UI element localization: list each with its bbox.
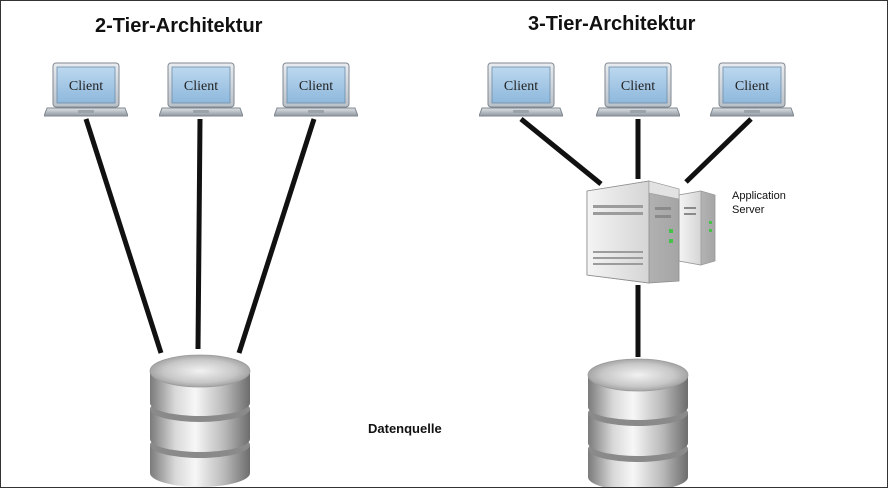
three-tier-title: 3-Tier-Architektur bbox=[528, 13, 696, 35]
client-label: Client bbox=[503, 79, 539, 94]
client-laptop-icon: Client bbox=[274, 61, 358, 123]
client-label: Client bbox=[298, 79, 334, 94]
datasource-label: Datenquelle bbox=[368, 421, 442, 436]
application-server-icon bbox=[583, 177, 719, 287]
app-server-label: Application Server bbox=[732, 189, 786, 217]
database-icon bbox=[146, 349, 254, 487]
wire-client2-db bbox=[195, 118, 203, 350]
client-laptop-icon: Client bbox=[710, 61, 794, 123]
app-server-label-line2: Server bbox=[732, 204, 765, 216]
client-laptop-icon: Client bbox=[596, 61, 680, 123]
client-label: Client bbox=[620, 79, 656, 94]
client-laptop-icon: Client bbox=[159, 61, 243, 123]
wire-client3-db bbox=[236, 118, 317, 354]
client-label: Client bbox=[734, 79, 770, 94]
wire-client4-app bbox=[519, 117, 603, 186]
wire-client6-app bbox=[684, 117, 753, 184]
client-laptop-icon: Client bbox=[479, 61, 563, 123]
two-tier-title: 2-Tier-Architektur bbox=[95, 15, 263, 37]
client-label: Client bbox=[68, 79, 104, 94]
client-laptop-icon: Client bbox=[44, 61, 128, 123]
app-server-label-line1: Application bbox=[732, 190, 786, 202]
wire-client1-db bbox=[83, 118, 164, 354]
client-label: Client bbox=[183, 79, 219, 94]
database-icon bbox=[584, 353, 692, 487]
